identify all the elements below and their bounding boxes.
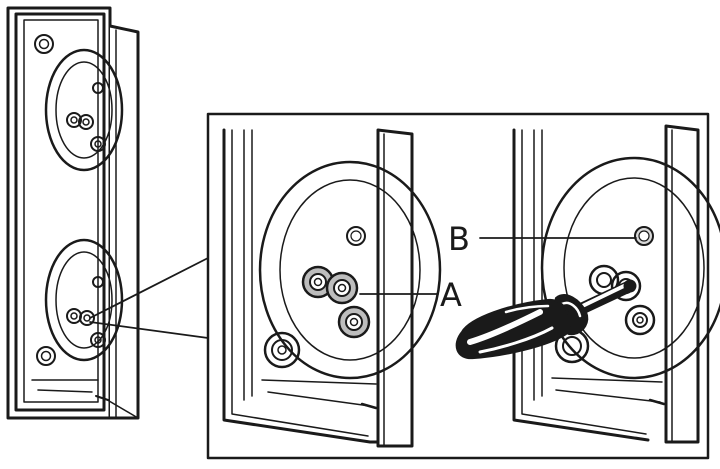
detail-panel-after [455, 124, 720, 444]
upper-socket [44, 48, 124, 172]
connector-hole-icon [90, 332, 106, 348]
connector-hole-icon [90, 136, 106, 152]
hole-b [634, 226, 654, 246]
detail-panel-before [222, 128, 442, 448]
screw-icon [34, 34, 54, 54]
screwdriver-icon [455, 279, 637, 360]
screw-icon [263, 331, 301, 369]
label-b: B [448, 220, 470, 258]
connector-a [301, 265, 371, 339]
zoom-callout-lines [89, 257, 209, 339]
connector-hole-icon [78, 114, 94, 130]
connector-hole-icon [66, 112, 82, 128]
screw-icon [36, 346, 56, 366]
lower-socket [44, 238, 124, 362]
label-a: A [440, 276, 462, 314]
